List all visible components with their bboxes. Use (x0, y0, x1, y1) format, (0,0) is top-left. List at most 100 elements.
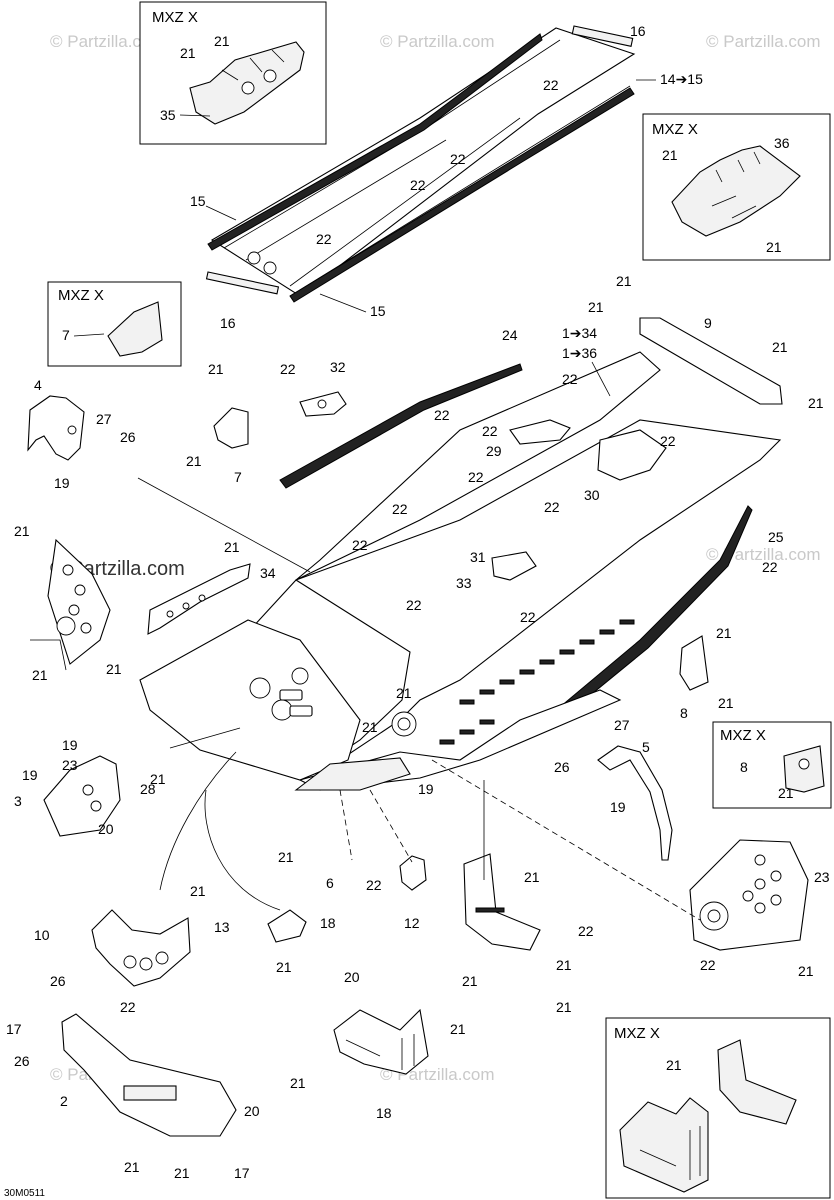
watermark: © Partzilla.com (706, 32, 821, 51)
callout: 19 (418, 781, 434, 797)
callout: 22 (562, 371, 578, 387)
callout: 22 (410, 177, 426, 193)
callout: 22 (468, 469, 484, 485)
inset-box-right: MXZ X (712, 721, 832, 809)
watermark: © Partzilla.com (380, 32, 495, 51)
callout: 29 (486, 443, 502, 459)
callout: 22 (406, 597, 422, 613)
bracket-3 (43, 755, 121, 837)
callout: 22 (482, 423, 498, 439)
inset-title: MXZ X (614, 1025, 660, 1042)
callout: 21 (276, 959, 292, 975)
callout: 6 (326, 875, 334, 891)
callout: 22 (520, 609, 536, 625)
callout: 3 (14, 793, 22, 809)
callout: 22 (762, 559, 778, 575)
leader-lines (30, 477, 701, 921)
bracket-32 (299, 391, 347, 417)
callout: 22 (120, 999, 136, 1015)
callout: 31 (470, 549, 486, 565)
callout: 25 (768, 529, 784, 545)
callout: 21 (666, 1057, 682, 1073)
callout: 21 (524, 869, 540, 885)
inset-title: MXZ X (720, 727, 766, 744)
callout: 18 (320, 915, 336, 931)
callout: 22 (366, 877, 382, 893)
callout: 18 (376, 1105, 392, 1121)
callout: 12 (404, 915, 420, 931)
callout: 21 (556, 957, 572, 973)
callout: 21 (362, 719, 378, 735)
callout: 20 (98, 821, 114, 837)
callout: 21 (766, 239, 782, 255)
callout: 27 (96, 411, 112, 427)
callout: 1➔34 (562, 325, 597, 341)
callout: 15 (190, 193, 206, 209)
callout: 1➔36 (562, 345, 597, 361)
callout: 21 (778, 785, 794, 801)
callout: 22 (392, 501, 408, 517)
callout: 21 (190, 883, 206, 899)
callout: 36 (774, 135, 790, 151)
inset-title: MXZ X (652, 121, 698, 138)
bracket-10 (91, 909, 191, 987)
bracket-6 (399, 855, 427, 891)
callout: 20 (344, 969, 360, 985)
callout: 21 (462, 973, 478, 989)
callout: 19 (54, 475, 70, 491)
bracket-17 (333, 1008, 429, 1075)
callout: 21 (106, 661, 122, 677)
callout: 19 (62, 737, 78, 753)
callout: 24 (502, 327, 518, 343)
bracket-7 (213, 407, 249, 449)
callout: 20 (244, 1103, 260, 1119)
callout: 30 (584, 487, 600, 503)
callout: 7 (62, 327, 70, 343)
callout: 21 (224, 539, 240, 555)
watermark: © Partzilla.com (50, 32, 165, 51)
callout: 21 (798, 963, 814, 979)
callout: 15 (370, 303, 386, 319)
rail-2 (61, 1013, 237, 1137)
callout: 21 (32, 667, 48, 683)
callout: 21 (180, 45, 196, 61)
callout: 21 (718, 695, 734, 711)
bracket-31-33 (491, 551, 537, 581)
inset-box-mid-left: MXZ X (47, 281, 182, 367)
inset-box-bottom-right: MXZ X (605, 1017, 831, 1199)
callout: 19 (22, 767, 38, 783)
callout: 26 (14, 1053, 30, 1069)
bar-5 (597, 745, 673, 861)
tunnel-rails (205, 25, 636, 303)
callout: 21 (174, 1165, 190, 1181)
callout: 22 (578, 923, 594, 939)
plate-34 (147, 563, 251, 635)
callout: 21 (556, 999, 572, 1015)
callout: 21 (278, 849, 294, 865)
callout: 23 (62, 757, 78, 773)
callout: 35 (160, 107, 176, 123)
callout: 27 (614, 717, 630, 733)
bracket-29-30 (509, 419, 667, 481)
callout: 21 (290, 1075, 306, 1091)
callout: 26 (120, 429, 136, 445)
callout: 26 (554, 759, 570, 775)
callout: 22 (450, 151, 466, 167)
callout: 33 (456, 575, 472, 591)
callout: 21 (208, 361, 224, 377)
callout: 10 (34, 927, 50, 943)
callout: 22 (660, 433, 676, 449)
callout: 9 (704, 315, 712, 331)
plate-left-21 (47, 538, 111, 665)
callout: 21 (808, 395, 824, 411)
bracket-4 (27, 395, 85, 461)
callout: 21 (14, 523, 30, 539)
callout: 5 (642, 739, 650, 755)
callout: 21 (150, 771, 166, 787)
callout: 17 (6, 1021, 22, 1037)
callout: 14➔15 (660, 71, 703, 87)
callout: 13 (214, 919, 230, 935)
callout: 22 (700, 957, 716, 973)
callout: 22 (280, 361, 296, 377)
